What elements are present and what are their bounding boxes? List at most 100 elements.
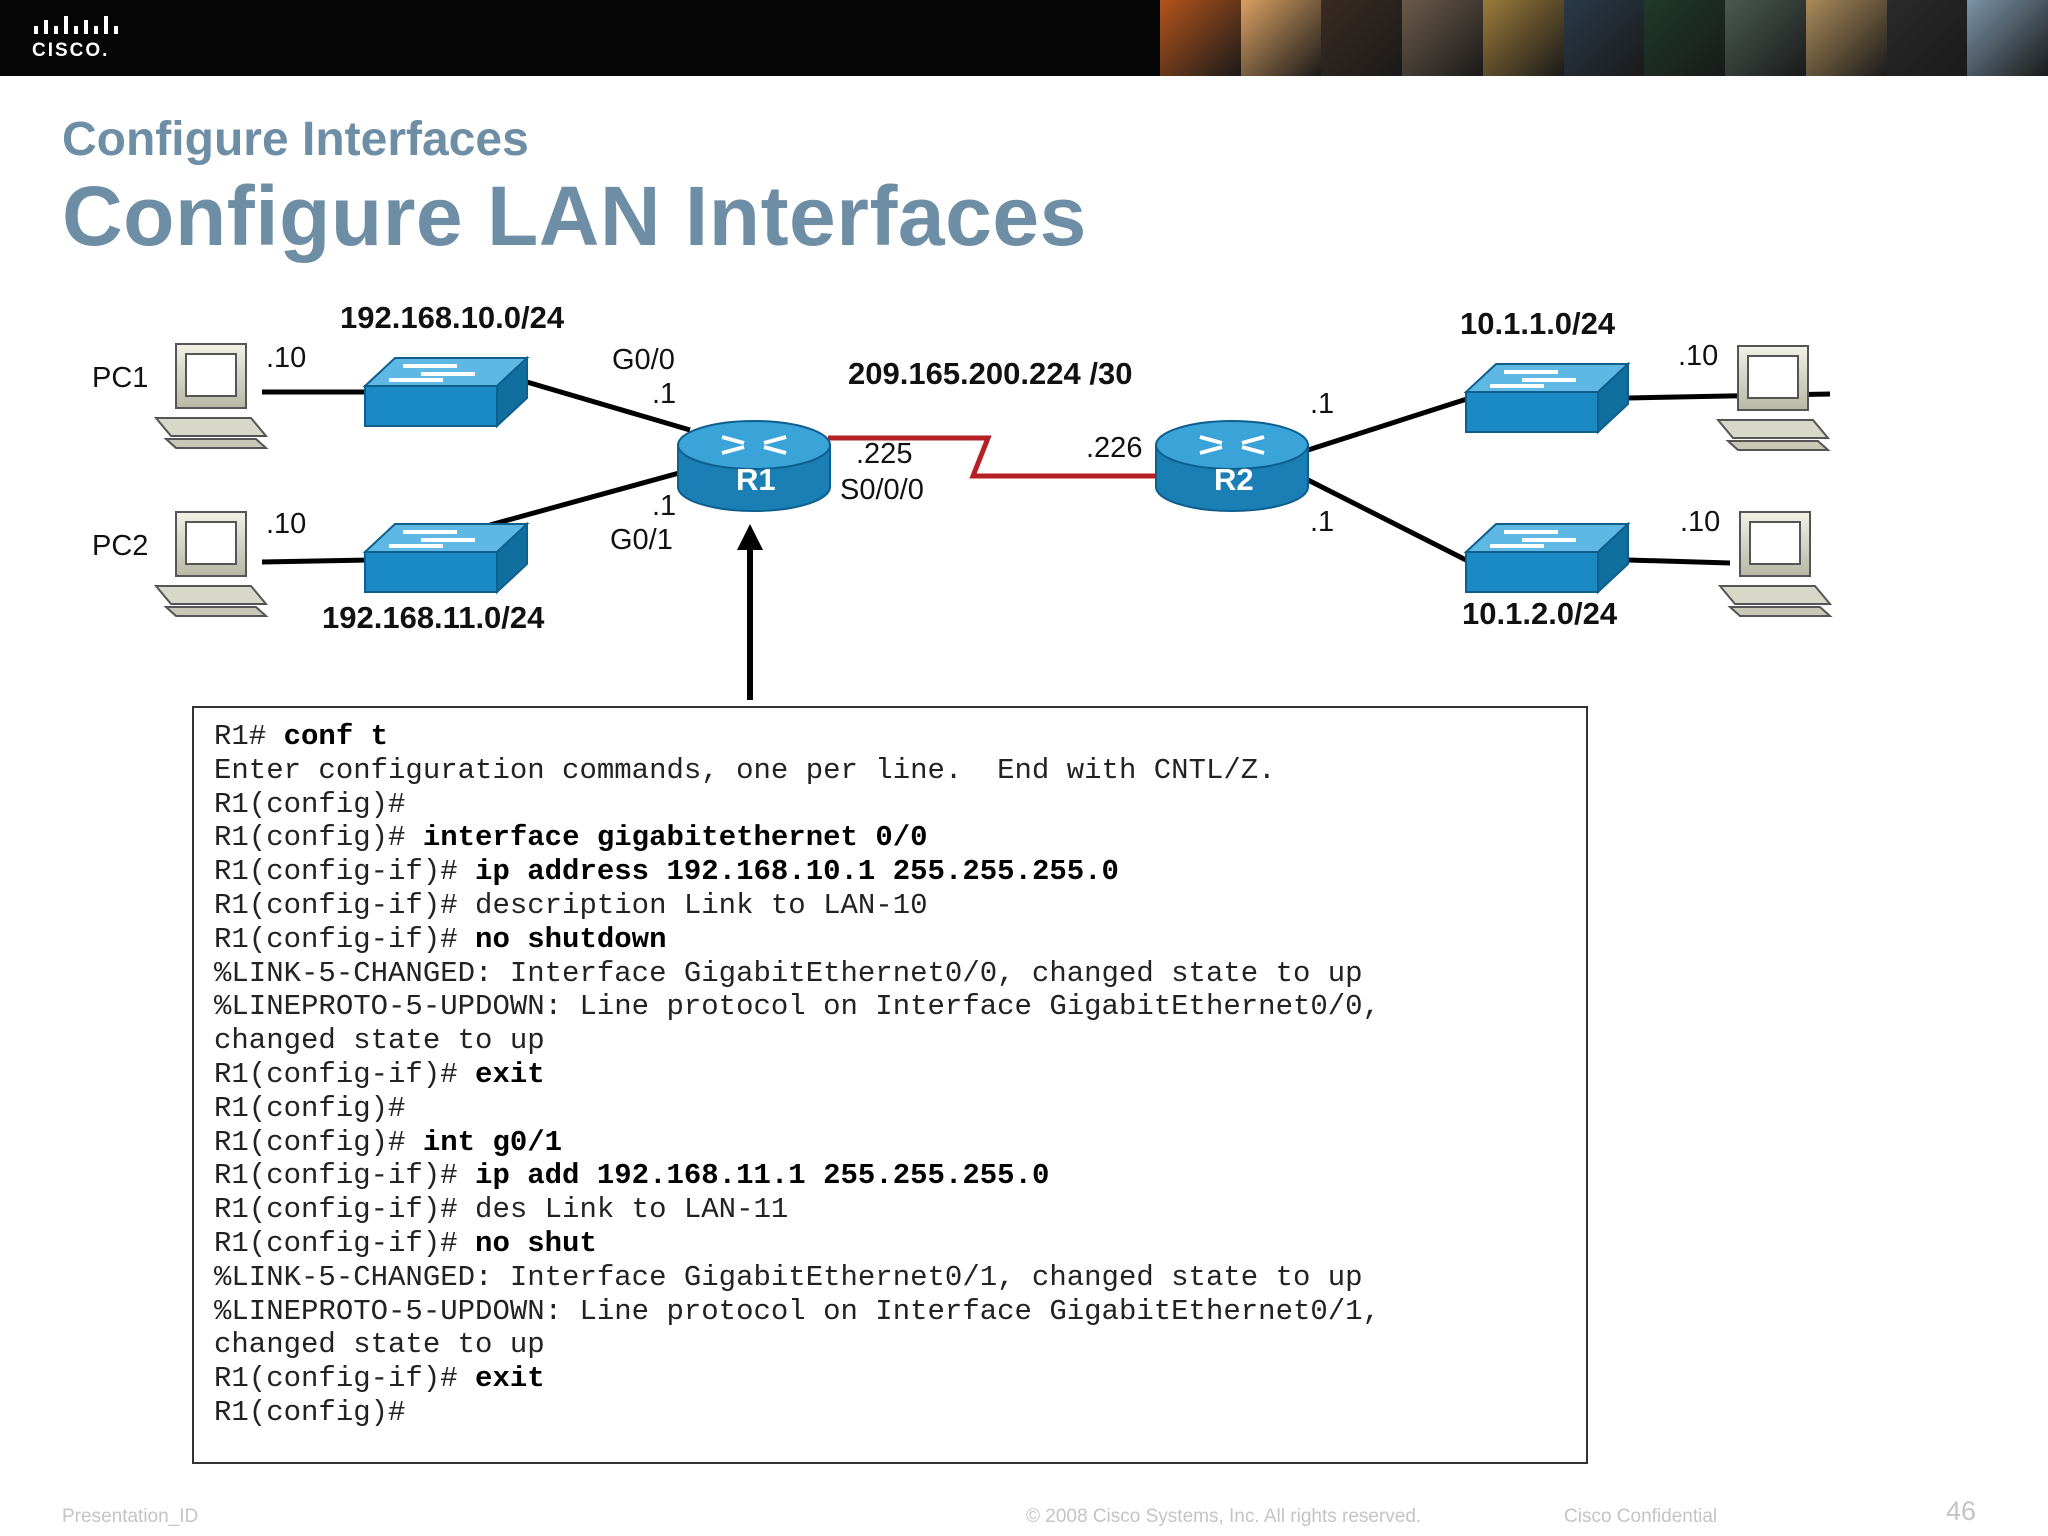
cli-line: %LINK-5-CHANGED: Interface GigabitEthern… <box>214 1261 1586 1295</box>
pc1-label: PC1 <box>92 362 149 394</box>
r1-g00-host: .1 <box>652 378 677 410</box>
r1-g01-interface: G0/1 <box>610 524 673 556</box>
footer-confidential: Cisco Confidential <box>1564 1506 1718 1527</box>
cli-command-text: no shut <box>475 1226 597 1260</box>
cli-line: %LINEPROTO-5-UPDOWN: Line protocol on In… <box>214 990 1586 1024</box>
cli-line: R1# conf t <box>214 720 1586 754</box>
cli-prompt-text: R1(config)# <box>214 1091 406 1125</box>
switch-lan11-icon <box>362 521 530 595</box>
cisco-logo: CISCO. <box>32 14 122 64</box>
header-photo-tile <box>1805 0 1887 76</box>
header-photo-tile <box>1240 0 1322 76</box>
header-photo-tile <box>1402 0 1483 76</box>
header-photo-tile <box>1563 0 1645 76</box>
header-photo-tile <box>1725 0 1806 76</box>
cli-line: R1(config-if)# exit <box>214 1058 1586 1092</box>
cli-prompt-text: R1(config)# <box>214 821 423 855</box>
cli-line: R1(config-if)# no shutdown <box>214 923 1586 957</box>
cli-line: %LINK-5-CHANGED: Interface GigabitEthern… <box>214 957 1586 991</box>
r2-switch-top-link <box>1307 395 1471 453</box>
cli-command-text: int g0/1 <box>422 1125 563 1159</box>
cli-prompt-text: changed state to up <box>214 1024 545 1058</box>
switch-lan10-icon <box>362 355 530 429</box>
cli-prompt-text: R1(config-if)# <box>214 1057 476 1091</box>
pc3-icon <box>1715 345 1831 451</box>
cli-command-text: ip add 192.168.11.1 255.255.255.0 <box>475 1159 1050 1193</box>
cli-command-text: exit <box>475 1057 545 1091</box>
r1-router-label: R1 <box>736 462 776 497</box>
cli-prompt-text: R1(config-if)# <box>214 855 476 889</box>
header-photo-tile <box>1886 0 1968 76</box>
cli-prompt-text: R1(config-if)# <box>214 1362 476 1396</box>
r1-serial-host: .225 <box>856 438 913 470</box>
switch-lan-r2a-icon <box>1463 361 1631 435</box>
cli-line: R1(config-if)# ip address 192.168.10.1 2… <box>214 855 1586 889</box>
pc2-label: PC2 <box>92 530 149 562</box>
lan11-network: 192.168.11.0/24 <box>322 600 545 635</box>
cli-line: R1(config)# <box>214 788 1586 822</box>
r2-router-label: R2 <box>1214 462 1254 497</box>
cli-prompt-text: changed state to up <box>214 1328 545 1362</box>
switch-r1-g01-link <box>489 467 691 528</box>
cli-line: changed state to up <box>214 1024 1586 1058</box>
header-bar: CISCO. <box>0 0 2048 76</box>
cli-prompt-text: %LINEPROTO-5-UPDOWN: Line protocol on In… <box>214 990 1380 1024</box>
switch-lan-r2b-icon <box>1463 521 1631 595</box>
pointer-arrow-head <box>737 524 763 550</box>
cli-prompt-text: R1(config-if)# <box>214 1159 476 1193</box>
cli-command-text: conf t <box>283 720 389 753</box>
header-photo-tile <box>1967 0 2048 76</box>
pc2-switch-link <box>261 557 371 565</box>
pc3-host-address: .10 <box>1678 340 1719 372</box>
slide-subtitle: Configure Interfaces <box>62 113 529 166</box>
slide-title: Configure LAN Interfaces <box>62 169 1087 263</box>
r2-switch-bottom-link <box>1306 477 1472 565</box>
pc1-host-address: .10 <box>266 342 307 374</box>
cli-line: R1(config-if)# des Link to LAN-11 <box>214 1193 1586 1227</box>
cli-prompt-text: R1(config-if)# des Link to LAN-11 <box>214 1193 789 1227</box>
cli-prompt-text: R1# <box>214 720 284 753</box>
r1-g00-interface: G0/0 <box>612 344 675 376</box>
header-photo-strip <box>1160 0 2048 76</box>
cli-prompt-text: R1(config-if)# description Link to LAN-1… <box>214 888 928 922</box>
cli-line: R1(config-if)# exit <box>214 1362 1586 1396</box>
router-r2-icon <box>1155 420 1309 512</box>
cisco-bars-icon <box>34 16 118 34</box>
footer-copyright: © 2008 Cisco Systems, Inc. All rights re… <box>1026 1506 1422 1527</box>
cisco-logo-text: CISCO. <box>32 40 110 61</box>
cli-prompt-text: Enter configuration commands, one per li… <box>214 753 1276 787</box>
r2-top-host: .1 <box>1310 388 1335 420</box>
cli-line: R1(config)# <box>214 1396 1586 1430</box>
header-photo-tile <box>1160 0 1241 76</box>
footer-presentation-id: Presentation_ID <box>62 1506 199 1527</box>
page-number: 46 <box>1946 1496 1977 1526</box>
cli-command-text: exit <box>475 1362 545 1396</box>
cli-prompt-text: %LINEPROTO-5-UPDOWN: Line protocol on In… <box>214 1294 1380 1328</box>
cli-line: changed state to up <box>214 1328 1586 1362</box>
cli-command-text: ip address 192.168.10.1 255.255.255.0 <box>475 855 1119 889</box>
wan-network: 209.165.200.224 /30 <box>848 356 1133 391</box>
cli-line: R1(config)# <box>214 1092 1586 1126</box>
lan10-network: 192.168.10.0/24 <box>340 300 565 335</box>
pc2-icon <box>153 511 269 617</box>
header-photo-tile <box>1644 0 1726 76</box>
r2-bottom-host: .1 <box>1310 506 1335 538</box>
cli-command-text: interface gigabitethernet 0/0 <box>422 821 928 855</box>
cli-line: R1(config-if)# description Link to LAN-1… <box>214 889 1586 923</box>
cli-prompt-text: R1(config-if)# <box>214 922 476 956</box>
cli-prompt-text: R1(config)# <box>214 1395 406 1429</box>
cli-line: R1(config)# interface gigabitethernet 0/… <box>214 821 1586 855</box>
lan-r2a-network: 10.1.1.0/24 <box>1460 306 1616 341</box>
cli-line: R1(config-if)# no shut <box>214 1227 1586 1261</box>
cli-line: R1(config-if)# ip add 192.168.11.1 255.2… <box>214 1159 1586 1193</box>
pc4-icon <box>1717 511 1833 617</box>
r1-g01-host: .1 <box>652 490 677 522</box>
switch-pc4-link <box>1627 557 1731 566</box>
cli-line: %LINEPROTO-5-UPDOWN: Line protocol on In… <box>214 1295 1586 1329</box>
r1-serial-interface: S0/0/0 <box>840 474 924 506</box>
header-photo-tile <box>1482 0 1564 76</box>
cli-prompt-text: R1(config)# <box>214 1125 423 1159</box>
switch-r1-g00-link <box>519 377 691 433</box>
lan-r2b-network: 10.1.2.0/24 <box>1462 596 1618 631</box>
